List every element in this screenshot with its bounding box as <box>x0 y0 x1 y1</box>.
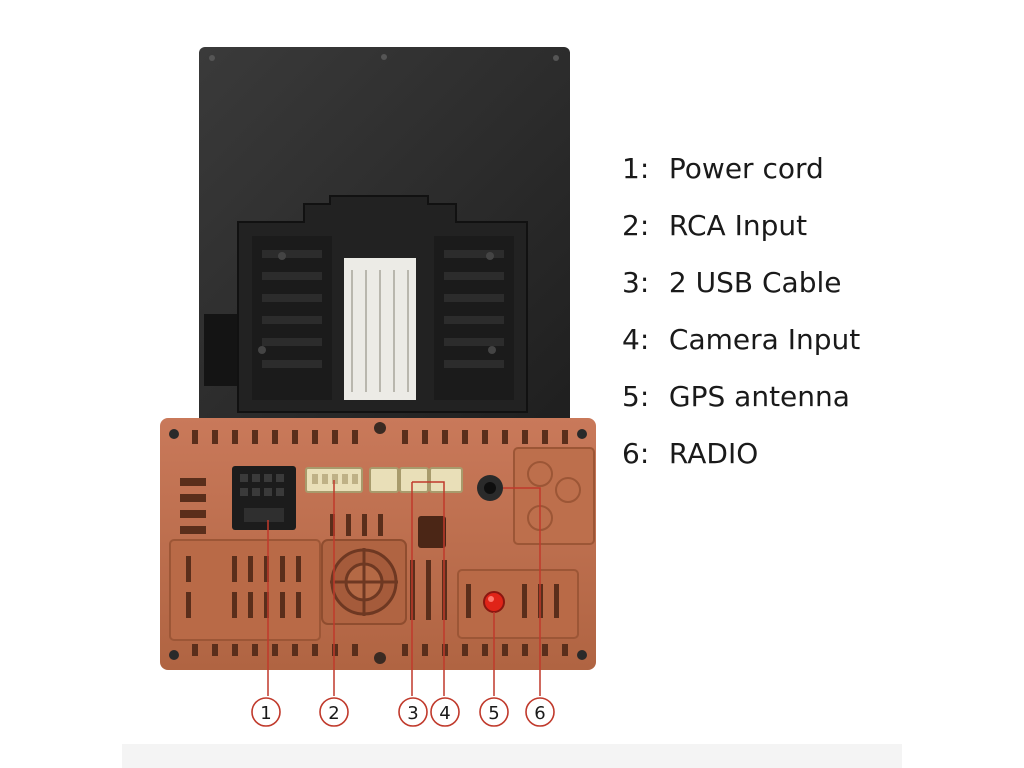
connector-legend: 1: Power cord 2: RCA Input 3: 2 USB Cabl… <box>622 150 1012 492</box>
callout-5: 5 <box>479 697 509 727</box>
callout-markers: 1 2 3 4 5 6 <box>251 697 555 727</box>
display-back-panel <box>199 47 570 427</box>
legend-number: 2: <box>622 209 650 242</box>
callout-number: 4 <box>439 703 450 724</box>
callout-3: 3 <box>398 697 428 727</box>
legend-label: GPS antenna <box>668 380 850 413</box>
camera-connector <box>429 467 463 493</box>
gps-antenna-button <box>483 591 505 613</box>
callout-number: 6 <box>534 703 545 724</box>
legend-label: 2 USB Cable <box>668 266 842 299</box>
callout-number: 2 <box>328 703 339 724</box>
callout-1: 1 <box>251 697 281 727</box>
legend-item-rca-input: 2: RCA Input <box>622 207 1012 264</box>
legend-item-gps-antenna: 5: GPS antenna <box>622 378 1012 435</box>
legend-item-usb-cable: 3: 2 USB Cable <box>622 264 1012 321</box>
legend-label: Camera Input <box>668 323 861 356</box>
legend-label: Power cord <box>668 152 824 185</box>
callout-lines <box>267 480 541 696</box>
legend-label: RCA Input <box>668 209 808 242</box>
legend-number: 3: <box>622 266 650 299</box>
legend-number: 6: <box>622 437 650 470</box>
callout-number: 5 <box>488 703 499 724</box>
radio-antenna-jack <box>477 475 503 501</box>
callout-2: 2 <box>319 697 349 727</box>
legend-label: RADIO <box>668 437 759 470</box>
legend-number: 5: <box>622 380 650 413</box>
legend-number: 1: <box>622 152 650 185</box>
legend-item-power-cord: 1: Power cord <box>622 150 1012 207</box>
usb-connectors <box>369 467 429 493</box>
callout-4: 4 <box>430 697 460 727</box>
power-connector <box>232 466 296 530</box>
legend-number: 4: <box>622 323 650 356</box>
callout-6: 6 <box>525 697 555 727</box>
head-unit-chassis <box>160 418 596 670</box>
legend-item-camera-input: 4: Camera Input <box>622 321 1012 378</box>
callout-number: 1 <box>260 703 271 724</box>
bottom-strip <box>122 744 902 768</box>
legend-item-radio: 6: RADIO <box>622 435 1012 492</box>
callout-number: 3 <box>407 703 418 724</box>
